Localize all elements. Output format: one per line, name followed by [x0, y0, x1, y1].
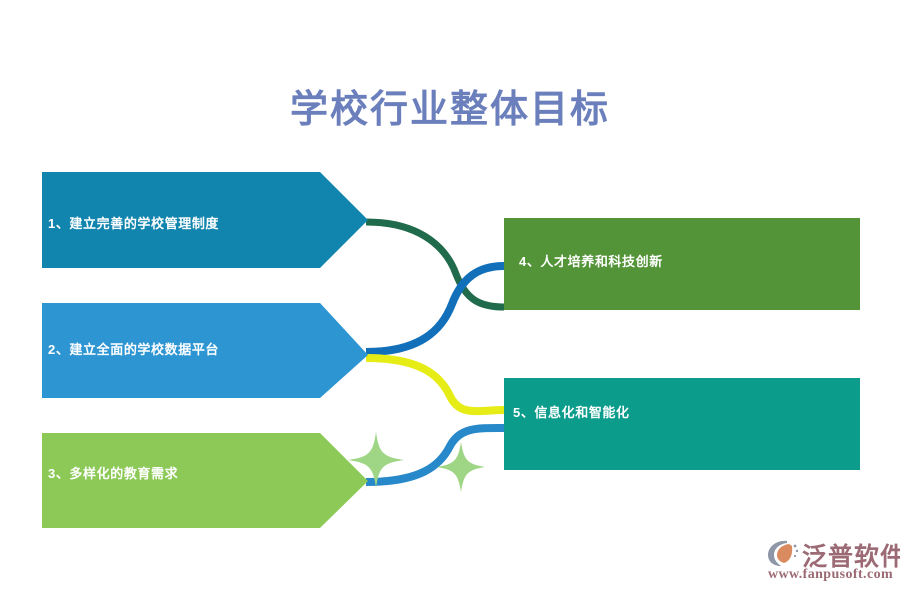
connector-group	[365, 218, 505, 486]
sparkle-icon	[348, 432, 404, 488]
node-5-rect-shape[interactable]	[504, 378, 860, 470]
connector-2-to-4	[365, 262, 505, 356]
company-logo: 泛普软件 www.fanpusoft.com	[766, 537, 900, 585]
node-3-arrow-shape[interactable]	[42, 433, 368, 528]
logo-crescent-icon	[768, 540, 787, 566]
logo-dot-icon	[795, 549, 799, 553]
left-node-group[interactable]	[42, 172, 368, 528]
right-node-group[interactable]	[504, 218, 860, 470]
node-4-rect-shape[interactable]	[504, 218, 860, 310]
logo-dot-icon	[793, 554, 797, 558]
logo-wordmark: 泛普软件	[802, 543, 900, 571]
connector-3-to-5	[365, 423, 505, 486]
logo-url: www.fanpusoft.com	[768, 567, 894, 582]
connector-1-to-4	[365, 218, 505, 311]
fanpu-logo-mark	[768, 540, 799, 566]
logo-leaf-icon	[777, 544, 793, 563]
page-title: 学校行业整体目标	[289, 89, 610, 131]
connector-2-to-5	[365, 354, 505, 416]
node-1-arrow-shape[interactable]	[42, 172, 368, 268]
sparkle-icon	[437, 442, 485, 492]
sparkle-group	[348, 432, 485, 492]
node-2-arrow-shape[interactable]	[42, 303, 368, 398]
logo-dot-icon	[793, 544, 797, 548]
